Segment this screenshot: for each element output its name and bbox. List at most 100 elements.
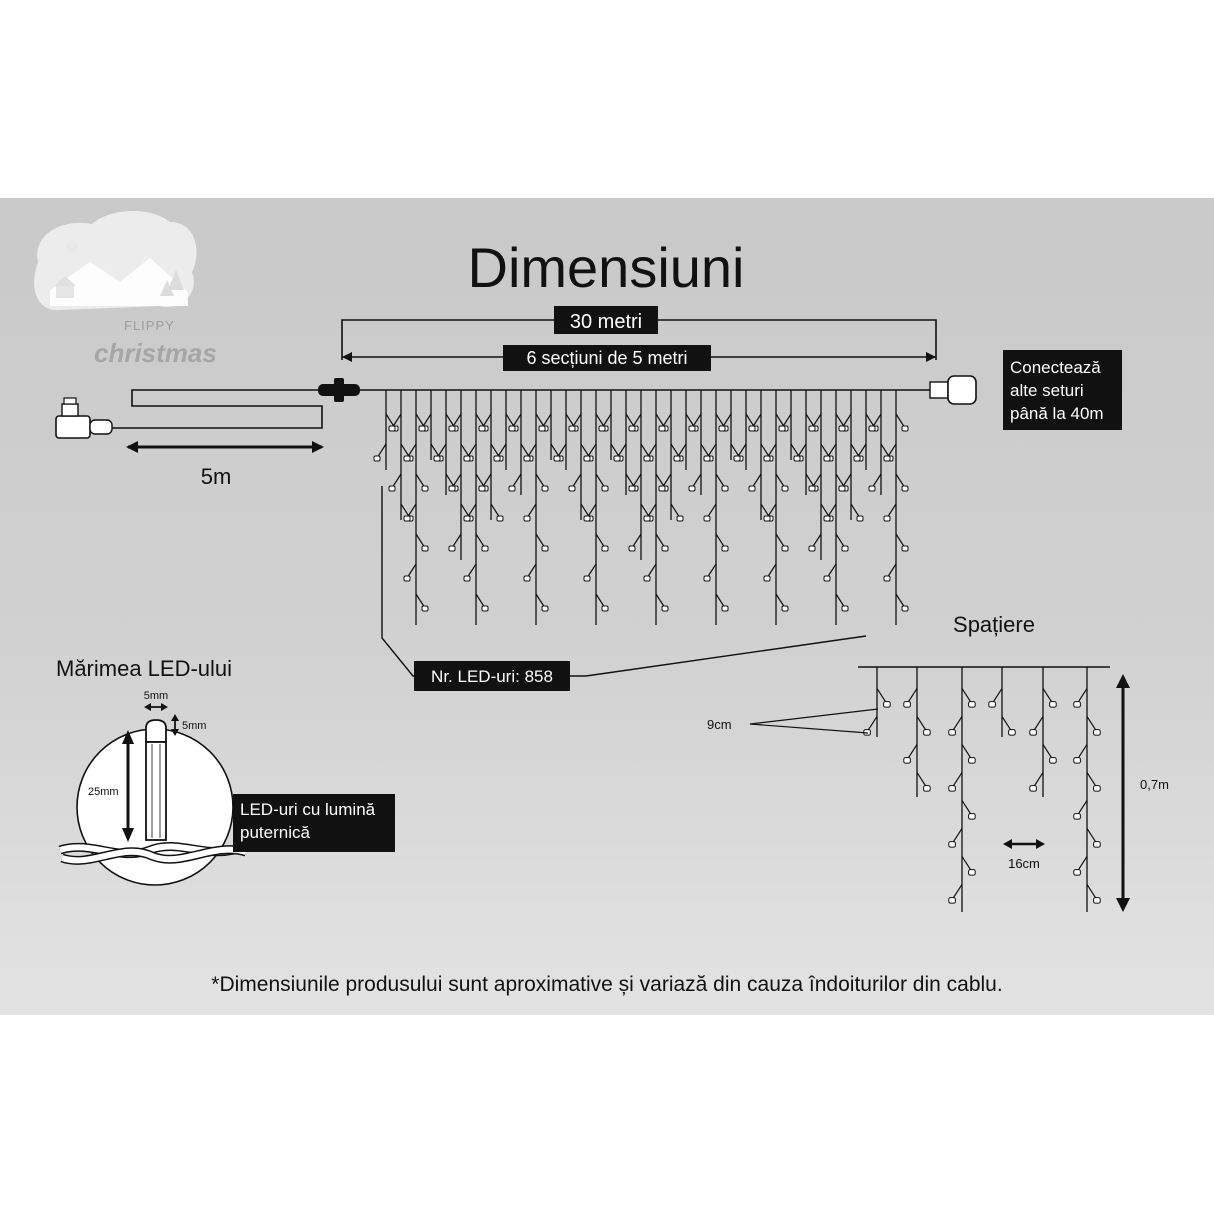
led-bulb bbox=[868, 425, 876, 432]
lead-cable: 5m bbox=[55, 389, 342, 489]
spacing-title: Spațiere bbox=[953, 612, 1035, 637]
led-bulb bbox=[421, 485, 429, 492]
led-bulb bbox=[903, 757, 911, 764]
led-bulb bbox=[463, 515, 471, 522]
sections-dimension: 6 secțiuni de 5 metri bbox=[342, 345, 936, 371]
led-bulb bbox=[1073, 813, 1081, 820]
led-bulb bbox=[478, 425, 486, 432]
led-bulb-icon bbox=[145, 719, 167, 841]
led-bulb bbox=[418, 425, 426, 432]
led-bulb bbox=[403, 515, 411, 522]
led-bulb bbox=[841, 545, 849, 552]
led-bulb bbox=[808, 545, 816, 552]
led-bulb bbox=[948, 729, 956, 736]
led-bulb bbox=[968, 757, 976, 764]
led-bulb bbox=[781, 605, 789, 612]
led-bulb bbox=[628, 485, 636, 492]
led-bulb bbox=[988, 701, 996, 708]
led-width-arrow bbox=[144, 703, 168, 711]
led-bulb bbox=[703, 515, 711, 522]
connect-note: Conectează alte seturi până la 40m bbox=[1003, 350, 1122, 430]
led-bulb bbox=[643, 575, 651, 582]
led-bulb bbox=[1093, 785, 1101, 792]
led-bulb bbox=[421, 605, 429, 612]
led-bulb bbox=[778, 425, 786, 432]
led-bulb bbox=[628, 545, 636, 552]
led-bulb bbox=[523, 515, 531, 522]
led-size-title: Mărimea LED-ului bbox=[56, 656, 232, 681]
winter-scene-logo-icon bbox=[34, 210, 197, 311]
led-bulb bbox=[1049, 757, 1057, 764]
led-bulb bbox=[808, 425, 816, 432]
led-bulb bbox=[568, 485, 576, 492]
led-bulb bbox=[1073, 757, 1081, 764]
led-bulb bbox=[541, 545, 549, 552]
led-bulb bbox=[883, 701, 891, 708]
led-bulb bbox=[793, 455, 801, 462]
led-note-line1: LED-uri cu lumină bbox=[240, 800, 376, 819]
led-bulb bbox=[463, 455, 471, 462]
power-plug-icon bbox=[55, 397, 113, 439]
strand-gap-arrow bbox=[1003, 839, 1045, 849]
led-bulb bbox=[508, 485, 516, 492]
led-bulb bbox=[781, 545, 789, 552]
led-bulb bbox=[883, 515, 891, 522]
led-bulb bbox=[628, 425, 636, 432]
led-bulb bbox=[748, 485, 756, 492]
led-count-label: Nr. LED-uri: 858 bbox=[431, 667, 553, 686]
led-bulb bbox=[968, 869, 976, 876]
led-bulb bbox=[823, 455, 831, 462]
led-bulb bbox=[583, 455, 591, 462]
logo-text-top: FLIPPY bbox=[124, 318, 175, 333]
spacing-section: Spațiere 9cm 16cm 0,7m bbox=[707, 612, 1169, 912]
height-label: 0,7m bbox=[1140, 777, 1169, 792]
led-strands bbox=[373, 390, 909, 625]
led-bulb bbox=[733, 455, 741, 462]
led-bulb bbox=[901, 545, 909, 552]
strand-gap-label: 16cm bbox=[1008, 856, 1040, 871]
led-bulb bbox=[721, 545, 729, 552]
led-bulb bbox=[601, 485, 609, 492]
led-bulb bbox=[598, 425, 606, 432]
lead-length-label: 5m bbox=[201, 464, 232, 489]
led-bulb bbox=[481, 605, 489, 612]
led-bulb bbox=[676, 515, 684, 522]
led-bulb bbox=[763, 515, 771, 522]
led-bulb bbox=[1008, 729, 1016, 736]
led-bulb bbox=[478, 485, 486, 492]
led-bulb bbox=[856, 515, 864, 522]
led-bulb bbox=[448, 545, 456, 552]
connector-icon bbox=[318, 378, 360, 402]
led-bulb bbox=[388, 485, 396, 492]
page-title: Dimensiuni bbox=[468, 236, 745, 299]
led-bulb bbox=[661, 605, 669, 612]
led-bulb bbox=[968, 813, 976, 820]
led-bulb bbox=[643, 455, 651, 462]
led-bulb bbox=[421, 545, 429, 552]
lead-length-arrow bbox=[126, 441, 324, 453]
led-bulb bbox=[541, 485, 549, 492]
led-bulb bbox=[448, 485, 456, 492]
led-bulb bbox=[538, 425, 546, 432]
led-bulb bbox=[948, 897, 956, 904]
led-size-section: Mărimea LED-ului 5mm 5mm 25mm bbox=[56, 656, 395, 886]
total-length-dimension: 30 metri bbox=[341, 306, 937, 360]
led-bulb bbox=[1029, 785, 1037, 792]
led-bulb bbox=[901, 485, 909, 492]
led-bulb bbox=[601, 605, 609, 612]
led-bulb bbox=[658, 485, 666, 492]
led-bulb bbox=[781, 485, 789, 492]
led-bulb bbox=[523, 455, 531, 462]
led-bulb bbox=[403, 575, 411, 582]
led-bulb bbox=[1093, 841, 1101, 848]
total-length-label: 30 metri bbox=[570, 311, 642, 333]
led-bulb bbox=[1093, 897, 1101, 904]
led-depth-label: 5mm bbox=[182, 720, 206, 732]
led-depth-arrow bbox=[171, 714, 179, 736]
icicle-curtain bbox=[318, 375, 977, 625]
connect-note-line1: Conectează bbox=[1010, 358, 1101, 377]
led-bulb bbox=[763, 575, 771, 582]
led-bulb bbox=[661, 545, 669, 552]
led-bulb bbox=[601, 545, 609, 552]
